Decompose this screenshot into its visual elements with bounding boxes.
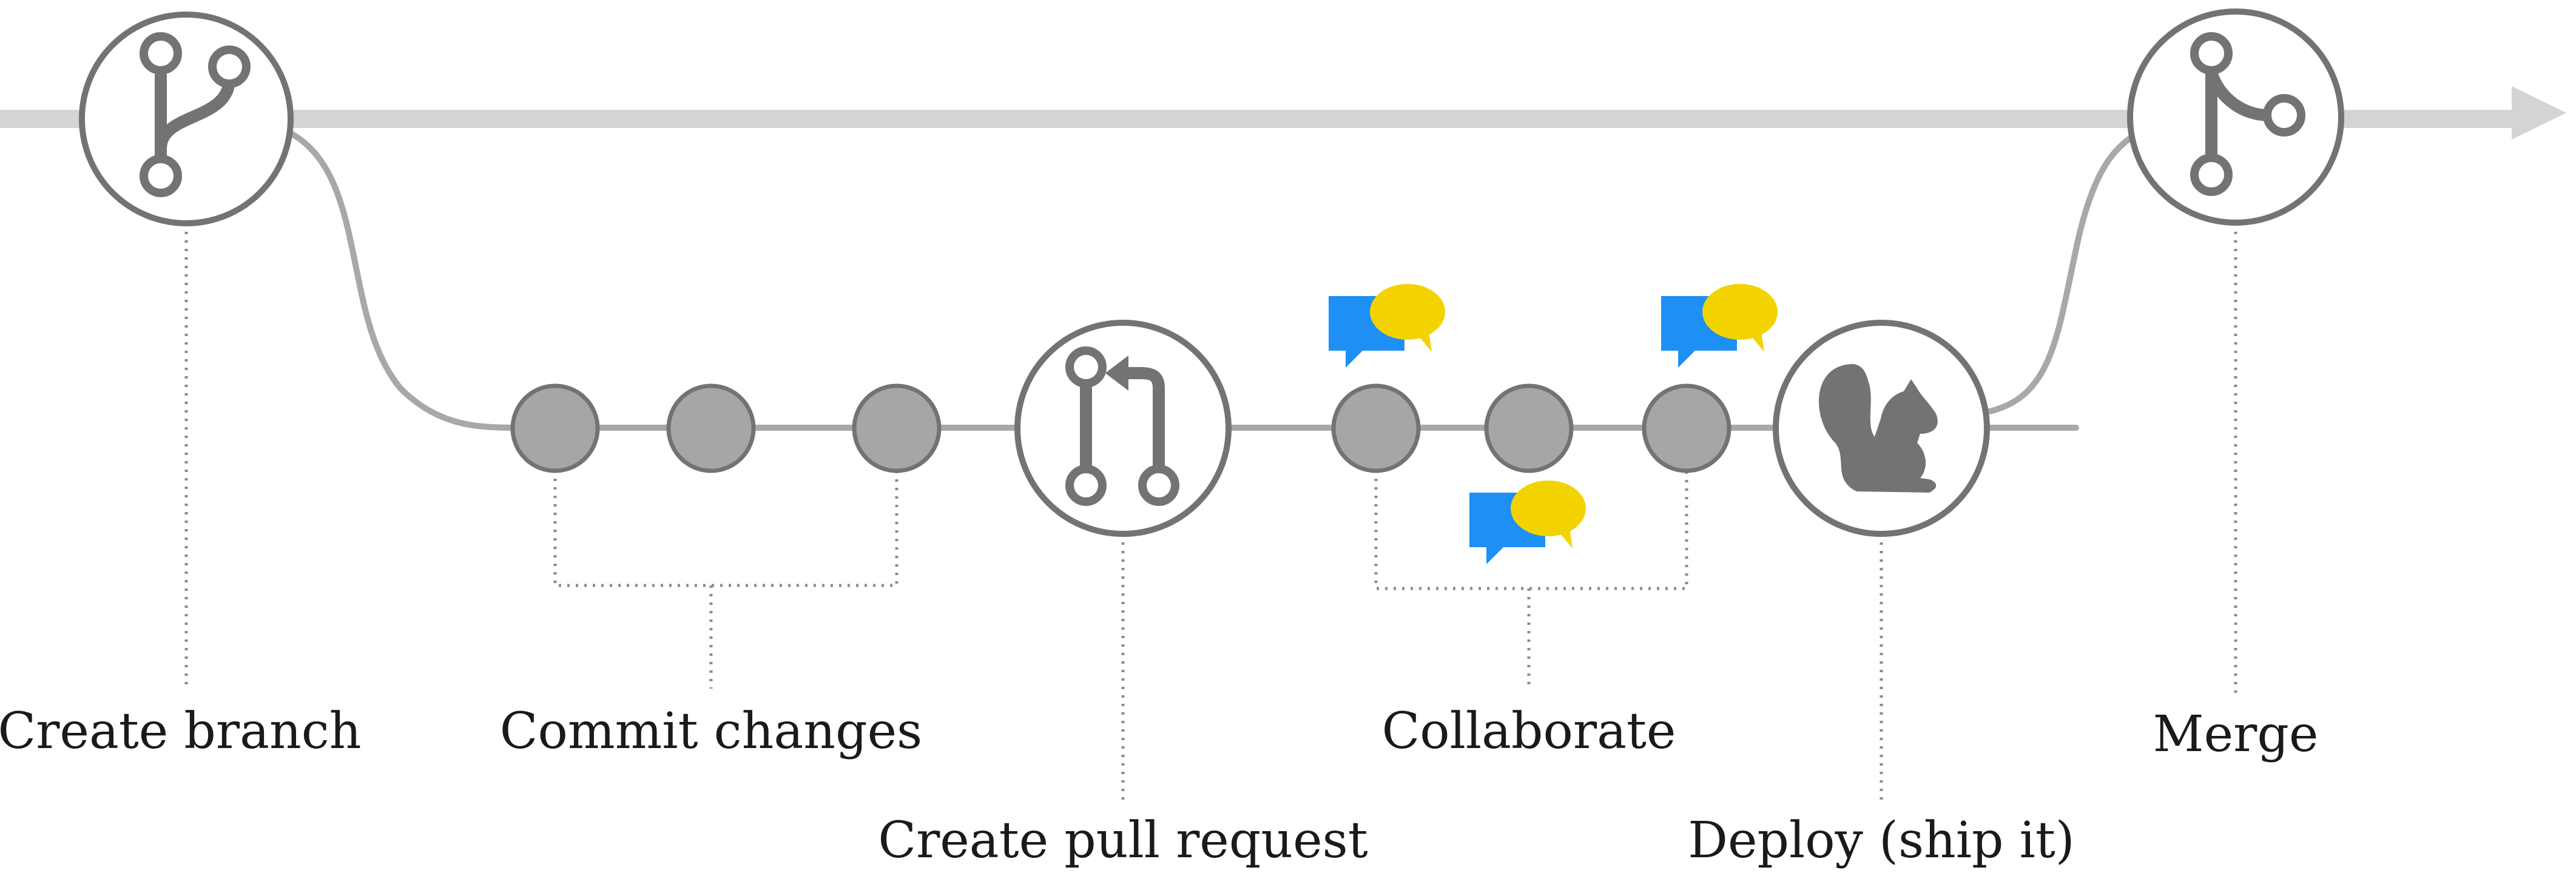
main-branch-arrowhead <box>2512 86 2566 140</box>
collaborate-label: Collaborate <box>1381 703 1676 760</box>
git-branch-icon <box>140 32 251 197</box>
bracket-commit-changes <box>553 470 899 587</box>
bracket-collaborate <box>1374 470 1688 590</box>
commit-dot <box>666 383 756 473</box>
commit-dot <box>1642 383 1731 473</box>
merge-node <box>2127 8 2344 226</box>
commit-dot <box>852 383 942 473</box>
comment-bubbles-icon <box>1329 284 1778 564</box>
merge-label: Merge <box>2153 706 2319 763</box>
commit-changes-label: Commit changes <box>499 703 923 760</box>
commit-dot <box>510 383 600 473</box>
squirrel-icon <box>1818 364 1938 493</box>
merge-back-line <box>1983 127 2143 416</box>
commit-dot <box>1331 383 1421 473</box>
create-pull-request-label: Create pull request <box>878 812 1368 869</box>
git-pull-request-icon <box>1065 346 1179 506</box>
leader-lines <box>184 223 2237 800</box>
create-pull-request-node <box>1014 320 1232 537</box>
collaborate-dots <box>1331 383 1731 473</box>
comment-bubble-group <box>1661 284 1778 368</box>
comment-bubble-group <box>1329 284 1445 368</box>
feature-branch-line <box>283 127 2080 431</box>
create-branch-label: Create branch <box>0 703 362 760</box>
commit-dots <box>510 383 942 473</box>
commit-dot <box>1484 383 1574 473</box>
deploy-label: Deploy (ship it) <box>1688 812 2075 869</box>
comment-bubble-group <box>1469 480 1586 564</box>
create-branch-node <box>79 12 294 226</box>
deploy-node <box>1773 320 1990 537</box>
git-merge-icon <box>2190 32 2305 196</box>
